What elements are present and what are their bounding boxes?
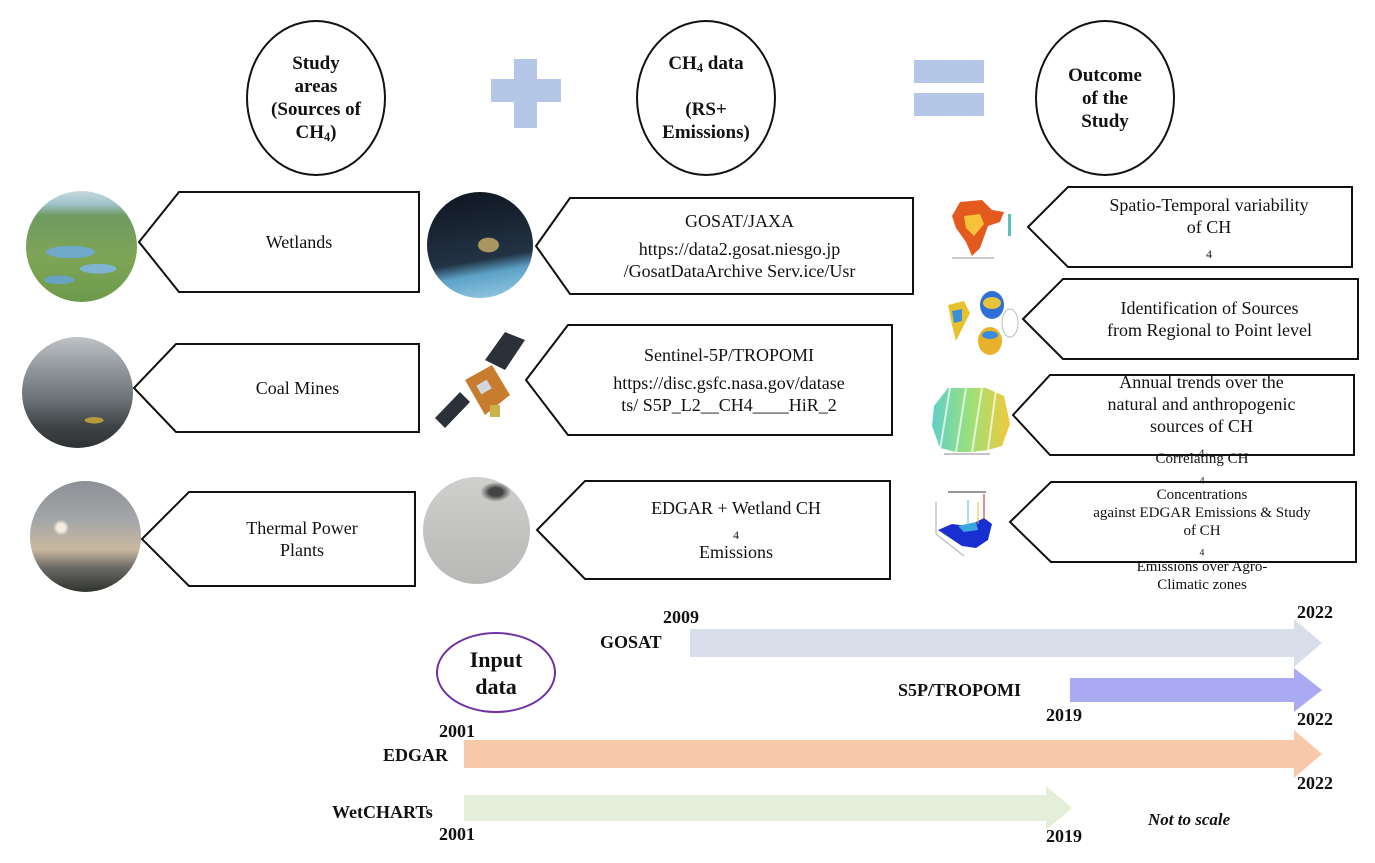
haze-photo bbox=[423, 477, 530, 584]
wetlands-photo bbox=[26, 191, 137, 302]
outcome-identification-box: Identification of Sources from Regional … bbox=[1021, 278, 1359, 360]
outcome-4-line2: against EDGAR Emissions & Study bbox=[1093, 505, 1311, 521]
thermal-label-line2: Plants bbox=[279, 540, 324, 560]
outcome-2-line1: Identification of Sources bbox=[1120, 298, 1299, 318]
source-identification-maps bbox=[940, 285, 1020, 361]
outcome-circle: Outcome of the Study bbox=[1035, 20, 1175, 176]
outcome-3-line2: natural and anthropogenic bbox=[1107, 394, 1296, 414]
wetcharts-end-year: 2019 bbox=[1046, 826, 1082, 846]
edgar-bar-label: EDGAR bbox=[383, 745, 449, 765]
gosat-bar-label: GOSAT bbox=[600, 632, 662, 652]
wetcharts-bar-label: WetCHARTs bbox=[332, 802, 433, 822]
study-areas-line3: (Sources of bbox=[271, 99, 361, 120]
gosat-url-line2: /GosatDataArchive Serv.ice/Usr bbox=[623, 261, 856, 281]
gosat-start-year: 2009 bbox=[663, 607, 699, 627]
wetlands-label-box: Wetlands bbox=[137, 191, 420, 293]
sentinel-source-box: Sentinel-5P/TROPOMI https://disc.gsfc.na… bbox=[524, 324, 893, 436]
3d-emission-plot bbox=[928, 484, 1004, 562]
gosat-title: GOSAT/JAXA bbox=[684, 211, 794, 231]
wetcharts-start-year: 2001 bbox=[439, 824, 475, 844]
sentinel-url-line1: https://disc.gsfc.nasa.gov/datase bbox=[613, 373, 845, 393]
gosat-url-line1: https://data2.gosat.niesgo.jp bbox=[638, 239, 841, 259]
thermal-power-plants-label-box: Thermal Power Plants bbox=[140, 491, 416, 587]
ch4-data-circle: CH4 data (RS+ Emissions) bbox=[636, 20, 776, 176]
annual-trend-maps bbox=[930, 380, 1012, 460]
edgar-end-year: 2022 bbox=[1297, 773, 1333, 793]
input-data-oval: Input data bbox=[436, 632, 556, 713]
outcome-line3: Study bbox=[1081, 110, 1129, 132]
outcome-1-line1: Spatio-Temporal variability bbox=[1109, 195, 1309, 215]
thermal-power-plants-photo bbox=[30, 481, 141, 592]
study-areas-circle: Study areas (Sources of CH4) bbox=[246, 20, 386, 176]
ch4-data-line3: Emissions) bbox=[662, 122, 750, 143]
ch4-data-line1: CH4 data bbox=[668, 53, 744, 76]
s5p-arrow bbox=[1070, 668, 1322, 712]
gosat-source-box: GOSAT/JAXA https://data2.gosat.niesgo.jp… bbox=[534, 197, 914, 295]
sentinel-url-line2: ts/ S5P_L2__CH4____HiR_2 bbox=[621, 395, 837, 415]
coal-mines-label: Coal Mines bbox=[255, 378, 340, 398]
gosat-arrow bbox=[690, 619, 1322, 667]
s5p-start-year: 2019 bbox=[1046, 705, 1082, 725]
ch4-data-line2: (RS+ bbox=[685, 99, 727, 120]
outcome-4-line4: Climatic zones bbox=[1157, 577, 1247, 593]
outcome-line2: of the bbox=[1082, 87, 1128, 109]
coal-mines-label-box: Coal Mines bbox=[132, 343, 420, 433]
coal-mines-photo bbox=[22, 337, 133, 448]
study-areas-line2: areas bbox=[294, 76, 338, 97]
edgar-start-year: 2001 bbox=[439, 721, 475, 741]
s5p-bar-label: S5P/TROPOMI bbox=[898, 680, 1022, 700]
sentinel-title: Sentinel-5P/TROPOMI bbox=[643, 345, 814, 365]
wetlands-label: Wetlands bbox=[265, 232, 333, 252]
edgar-title-line2: Emissions bbox=[698, 542, 773, 562]
outcome-3-line1: Annual trends over the bbox=[1119, 372, 1284, 392]
input-data-line1: Input bbox=[469, 646, 523, 672]
sentinel-5p-satellite-image bbox=[430, 330, 526, 430]
india-ch4-map bbox=[942, 192, 1016, 264]
outcome-2-line2: from Regional to Point level bbox=[1107, 320, 1312, 340]
outcome-line1: Outcome bbox=[1068, 64, 1142, 86]
study-areas-line4: CH4) bbox=[295, 122, 337, 145]
edgar-arrow bbox=[464, 730, 1322, 778]
not-to-scale-note: Not to scale bbox=[1148, 810, 1231, 829]
thermal-label-line1: Thermal Power bbox=[246, 518, 358, 538]
outcome-annual-trends-box: Annual trends over the natural and anthr… bbox=[1011, 372, 1355, 460]
study-areas-line1: Study bbox=[292, 53, 340, 74]
gosat-end-year: 2022 bbox=[1297, 602, 1333, 622]
gosat-satellite-image bbox=[427, 192, 533, 298]
input-data-line2: data bbox=[475, 673, 517, 699]
wetcharts-arrow bbox=[464, 786, 1072, 830]
s5p-end-year: 2022 bbox=[1297, 709, 1333, 729]
